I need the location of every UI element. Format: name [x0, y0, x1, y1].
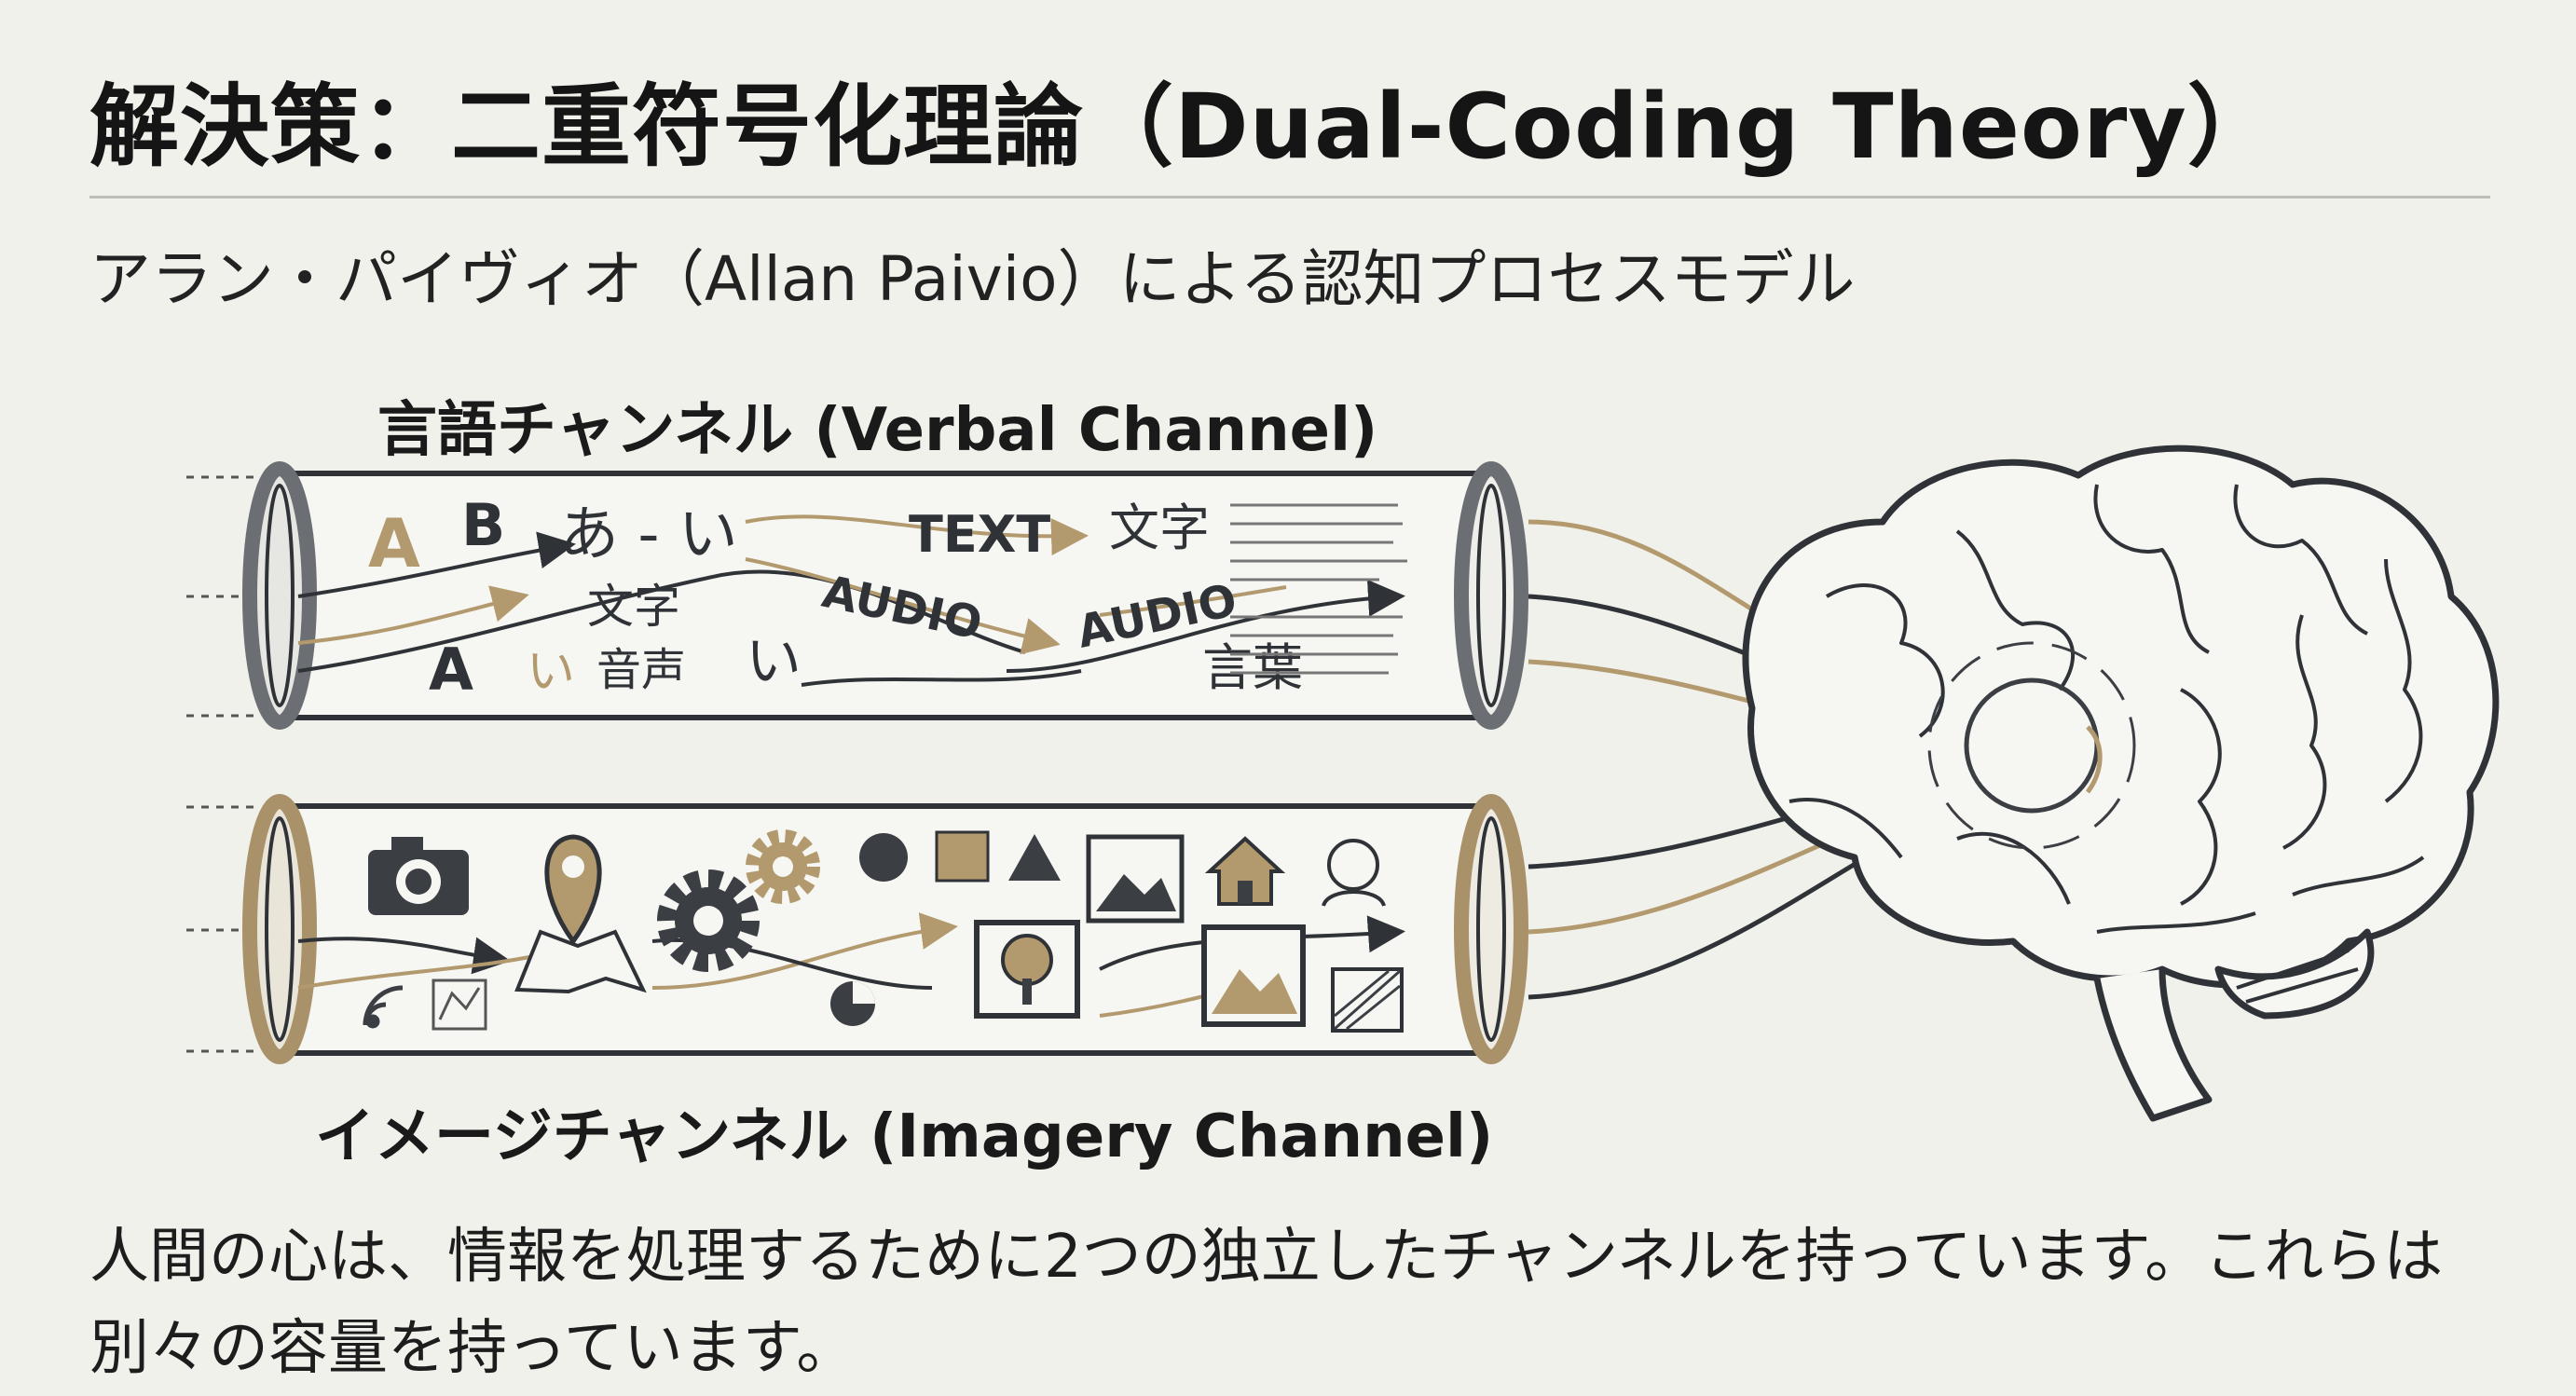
verbal-tube-right-ring	[1454, 461, 1528, 730]
wifi-icon	[363, 985, 404, 1029]
map-icon	[432, 979, 487, 1031]
brain-illustration	[1742, 445, 2500, 1122]
square-icon	[935, 830, 990, 883]
image-icon	[1086, 834, 1185, 924]
tree-picture-icon	[974, 920, 1080, 1019]
fine-print-lines	[1230, 503, 1407, 675]
circle-icon	[859, 833, 908, 882]
pie-icon	[830, 981, 875, 1026]
triangle-icon	[1008, 834, 1061, 881]
verbal-token: A	[429, 636, 473, 704]
verbal-token: 文字	[587, 580, 680, 634]
body-paragraph: 人間の心は、情報を処理するために2つの独立したチャンネルを持っています。これらは…	[89, 1223, 2444, 1383]
imagery-tube-left-ring	[242, 794, 317, 1064]
verbal-token: い	[527, 644, 575, 700]
incoming-dashes	[186, 475, 256, 1053]
sticky-note-icon	[1331, 967, 1404, 1033]
map-icon	[514, 929, 647, 994]
map-pin-icon	[544, 834, 602, 946]
imagery-channel-label: イメージチャンネル (Imagery Channel)	[315, 1102, 1494, 1171]
page-title: 解決策：二重符号化理論（Dual-Coding Theory）	[89, 75, 2278, 179]
verbal-tube: A B あ - い TEXT 文字 文字 AUDIO AUDIO A い 音声 …	[242, 461, 1528, 730]
verbal-token: あ - い	[559, 500, 738, 569]
verbal-token: 文字	[1109, 499, 1210, 557]
verbal-token: TEXT	[909, 505, 1050, 564]
person-icon	[1322, 839, 1386, 907]
imagery-tube	[242, 794, 1528, 1064]
verbal-token: い	[746, 629, 802, 694]
gear-icon	[746, 829, 820, 904]
title-divider	[89, 196, 2490, 198]
imagery-tube-right-ring	[1454, 794, 1528, 1064]
house-icon	[1204, 836, 1286, 906]
verbal-token: A	[368, 504, 420, 582]
gear-icon	[657, 869, 760, 972]
verbal-channel-label: 言語チャンネル (Verbal Channel)	[377, 396, 1378, 465]
page-subtitle: アラン・パイヴィオ（Allan Paivio）による認知プロセスモデル	[89, 243, 1856, 315]
camera-icon	[368, 837, 469, 915]
image-icon	[1201, 924, 1306, 1027]
verbal-token: 言葉	[1202, 638, 1303, 697]
verbal-token: B	[461, 491, 505, 559]
verbal-token: 音声	[596, 644, 686, 696]
